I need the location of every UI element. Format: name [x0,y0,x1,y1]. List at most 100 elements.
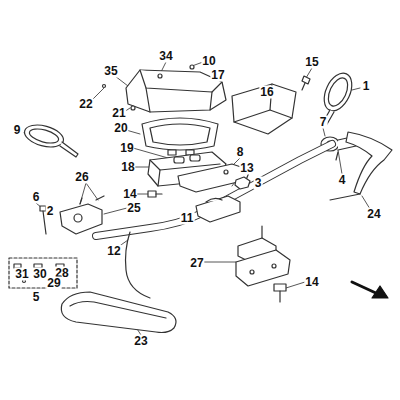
callout-number: 29 [46,277,61,290]
leader-lines [115,76,128,86]
callout-number: 14 [122,188,137,201]
callout-number: 17 [210,69,225,82]
front-cover [234,110,270,122]
direction-arrow [372,286,388,298]
cable [126,232,151,298]
left-switch [74,214,82,222]
callout-number: 5 [32,291,41,304]
left-switch [80,196,104,204]
callout-number: 10 [201,55,216,68]
front-cover [232,84,296,134]
speedometer [168,150,176,155]
speedometer [142,118,218,150]
lower-clamp [250,270,254,274]
parts-kit [9,258,77,288]
callout-number: 16 [259,86,274,99]
leader-lines [203,262,236,263]
callout-number: 9 [13,124,22,137]
speedometer [150,124,210,145]
top-cover [190,65,194,69]
left-mirror [22,121,78,157]
grommet [174,157,184,163]
bolt [302,83,305,90]
callout-number: 25 [126,202,141,215]
right-grip [346,132,392,194]
callout-number: 4 [338,174,347,187]
callout-number: 3 [254,177,263,190]
callout-number: 15 [304,56,319,69]
leader-lines [92,88,104,100]
callout-number: 27 [189,257,204,270]
front-cover [232,84,296,134]
bolt [302,76,310,84]
bolt [148,191,156,197]
handlebar [96,144,332,236]
upper-clamp [196,196,240,222]
leader-lines [104,208,127,214]
grommet [174,155,200,163]
top-cover [158,74,162,78]
nut [235,177,250,189]
handlebar [96,144,332,236]
bolt [156,193,162,194]
top-cover [103,65,227,112]
right-grip [330,132,392,200]
callout-number: 35 [103,65,118,78]
top-cover [103,85,106,88]
leader-lines [323,128,325,136]
callout-number: 18 [120,161,135,174]
leader-lines [338,150,342,174]
bolt [148,191,162,197]
callout-number: 20 [113,122,128,135]
left-grip [70,302,166,319]
bracket [158,170,160,186]
callout-number: 22 [78,98,93,111]
leader-lines [137,194,148,195]
bolt [279,291,280,302]
leader-lines [306,68,312,78]
lower-clamp [236,226,290,286]
parts-kit [9,258,77,288]
bolt [274,284,286,291]
cable [126,232,151,298]
grommet [190,155,200,161]
callout-number: 19 [119,142,134,155]
callout-number: 12 [106,245,121,258]
right-grip [330,194,360,200]
left-grip [61,292,176,333]
callout-number: 31 [14,268,29,281]
direction-arrow [352,282,378,294]
top-cover [131,106,135,110]
upper-clamp [196,196,240,222]
handlebar [96,144,332,236]
top-cover [210,92,212,110]
callout-number: 24 [366,208,381,221]
left-switch [60,204,102,234]
left-mirror [22,121,66,151]
left-switch [60,196,104,234]
lower-clamp [261,226,262,238]
leader-lines [86,183,98,200]
left-mirror [60,142,78,157]
callout-number: 2 [46,205,55,218]
nut [235,177,250,189]
callout-number: 23 [133,335,148,348]
callout-number: 21 [111,107,126,120]
callout-number: 1 [362,80,371,93]
lower-clamp [272,264,276,268]
callout-number: 34 [158,50,173,63]
direction-arrow [352,282,388,298]
bolt [302,76,310,90]
callout-number: 8 [236,146,245,159]
leader-lines [286,282,305,288]
callout-number: 7 [319,116,328,129]
top-cover [146,88,150,112]
bolt [274,284,286,302]
callout-number: 14 [304,276,319,289]
callout-number: 6 [32,191,41,204]
callout-number: 11 [180,212,195,225]
lever-assembly [336,152,338,160]
leader-lines [352,88,360,90]
